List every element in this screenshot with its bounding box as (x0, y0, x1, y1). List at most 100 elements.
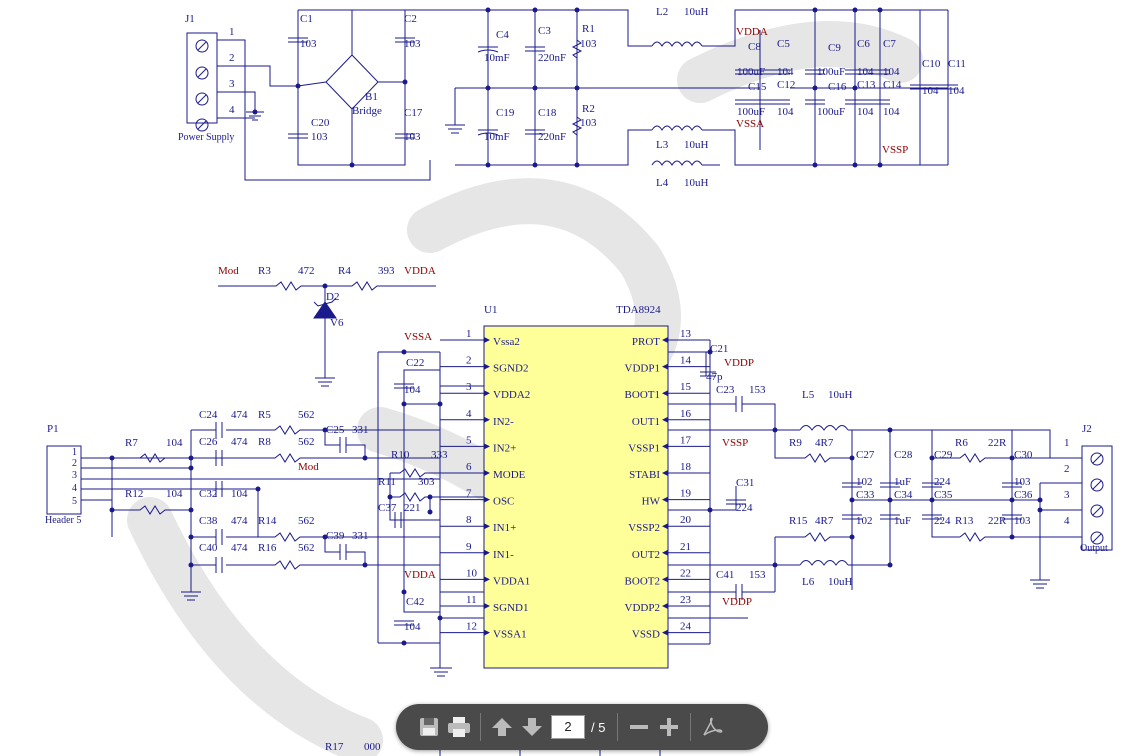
svg-text:VSSA: VSSA (404, 331, 432, 343)
zoom-in-button[interactable] (654, 712, 684, 742)
u1-pin-name: BOOT1 (625, 389, 660, 401)
amplifier-wiring (46, 340, 1113, 756)
svg-text:C14: C14 (883, 79, 902, 91)
svg-text:474: 474 (231, 409, 248, 421)
svg-text:R13: R13 (955, 515, 974, 527)
bias-network (218, 281, 436, 387)
svg-text:104: 104 (777, 66, 794, 78)
page-number-input[interactable]: 2 (551, 715, 585, 739)
svg-text:224: 224 (736, 502, 753, 514)
svg-text:C37: C37 (378, 502, 397, 514)
svg-text:220nF: 220nF (538, 52, 566, 64)
svg-text:R2: R2 (582, 103, 595, 115)
svg-text:C9: C9 (828, 42, 841, 54)
u1-pin-arrow (662, 496, 668, 503)
print-button[interactable] (444, 712, 474, 742)
svg-text:R5: R5 (258, 409, 271, 421)
u1-pin-arrow (662, 523, 668, 530)
u1-pin-name: SGND2 (493, 363, 528, 375)
svg-text:C28: C28 (894, 449, 913, 461)
u1-pin-number: 1 (466, 328, 472, 340)
save-button[interactable] (414, 712, 444, 742)
svg-text:331: 331 (352, 424, 369, 436)
svg-text:B1: B1 (365, 91, 378, 103)
u1-pin-arrow (484, 416, 490, 423)
svg-text:C32: C32 (199, 488, 217, 500)
svg-text:C41: C41 (716, 569, 734, 581)
svg-text:103: 103 (580, 38, 597, 50)
svg-text:C12: C12 (777, 79, 795, 91)
u1-pin-arrow (484, 523, 490, 530)
u1-pin-arrow (662, 470, 668, 476)
svg-text:C40: C40 (199, 542, 218, 554)
svg-text:C18: C18 (538, 107, 557, 119)
power-junctions (252, 7, 883, 168)
zoom-out-button[interactable] (624, 712, 654, 742)
svg-text:R7: R7 (125, 437, 138, 449)
svg-text:2: 2 (1064, 463, 1070, 475)
j1-ref: J1 (185, 13, 195, 25)
svg-text:Mod: Mod (218, 265, 239, 277)
acrobat-icon (703, 717, 723, 736)
svg-text:L2: L2 (656, 6, 668, 18)
svg-text:C29: C29 (934, 449, 953, 461)
u1-pin-number: 14 (680, 355, 692, 367)
print-icon (448, 717, 470, 737)
svg-text:104: 104 (166, 488, 183, 500)
net-vssa: VSSA (736, 118, 764, 130)
svg-text:R6: R6 (955, 437, 968, 449)
svg-text:10mF: 10mF (484, 131, 510, 143)
svg-text:C13: C13 (857, 79, 876, 91)
previous-page-button[interactable] (487, 712, 517, 742)
arrow-up-icon (492, 718, 512, 736)
acrobat-button[interactable] (697, 712, 727, 742)
u1-pin-number: 13 (680, 328, 692, 340)
u1-pin-arrow (662, 576, 668, 583)
svg-text:C1: C1 (300, 13, 313, 25)
svg-text:562: 562 (298, 436, 315, 448)
toolbar-divider (617, 713, 619, 741)
u1-pin-name: VDDP1 (625, 363, 660, 375)
svg-text:104: 104 (948, 85, 965, 97)
u1-pin-name: IN1+ (493, 522, 516, 534)
svg-text:4: 4 (72, 483, 77, 494)
svg-text:Header 5: Header 5 (45, 515, 81, 526)
u1-pin-number: 10 (466, 567, 478, 579)
svg-text:100uF: 100uF (817, 106, 845, 118)
pdf-toolbar: 2 / 5 (396, 704, 768, 750)
svg-text:R9: R9 (789, 437, 802, 449)
svg-text:C35: C35 (934, 489, 953, 501)
svg-text:C2: C2 (404, 13, 417, 25)
svg-text:474: 474 (231, 515, 248, 527)
svg-text:331: 331 (352, 530, 369, 542)
svg-text:R10: R10 (391, 449, 410, 461)
svg-text:C21: C21 (710, 343, 728, 355)
svg-text:C30: C30 (1014, 449, 1033, 461)
next-page-button[interactable] (517, 712, 547, 742)
svg-text:104: 104 (883, 106, 900, 118)
u1-pin-number: 15 (680, 381, 692, 393)
svg-text:22R: 22R (988, 515, 1007, 527)
svg-text:100uF: 100uF (737, 106, 765, 118)
u1-pin-number: 18 (680, 461, 692, 473)
svg-text:103: 103 (300, 38, 317, 50)
u1-pin-number: 24 (680, 621, 692, 633)
svg-text:C19: C19 (496, 107, 515, 119)
power-section (186, 9, 958, 181)
svg-text:V6: V6 (330, 317, 344, 329)
u1-pin-arrow (484, 549, 490, 556)
u1-pin-number: 17 (680, 434, 692, 446)
svg-text:104: 104 (922, 85, 939, 97)
u1-pin-arrow (484, 576, 490, 583)
net-vdda: VDDA (736, 26, 768, 38)
svg-text:3: 3 (1064, 489, 1070, 501)
page-total: / 5 (591, 719, 606, 735)
u1-pin-name: VSSP1 (628, 442, 660, 454)
svg-text:103: 103 (404, 131, 421, 143)
u1-pin-name: HW (642, 496, 661, 508)
svg-text:C22: C22 (406, 357, 424, 369)
u1-part: TDA8924 (616, 304, 661, 316)
u1-pin-arrow (484, 443, 490, 450)
svg-text:VDDA: VDDA (404, 569, 436, 581)
